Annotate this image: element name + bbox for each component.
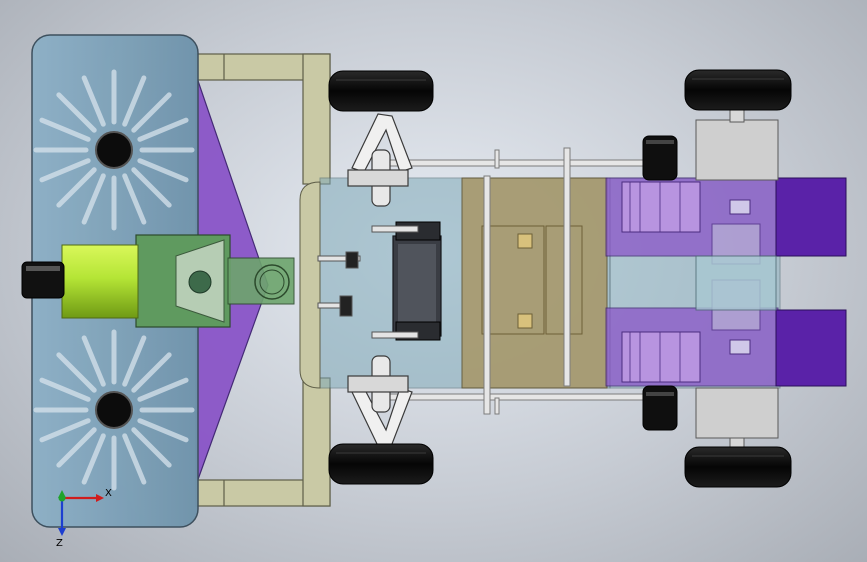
wheel-icon [328,70,434,112]
motor-icon [21,244,139,319]
wheel-front-right[interactable] [328,443,434,485]
brush-disc-top[interactable] [33,69,195,231]
front-suspension-bottom[interactable] [347,355,413,447]
rear-module[interactable] [605,177,847,387]
brush-disc-icon [33,69,195,231]
steering-linkage[interactable] [317,225,419,339]
center-gearbox[interactable] [392,221,442,341]
wheel-icon [684,69,792,111]
brush-disc-icon [33,329,195,491]
wheel-icon [328,443,434,485]
wheel-rear-right[interactable] [684,446,792,488]
shock-posts[interactable] [642,135,678,431]
front-suspension-top[interactable] [347,113,413,207]
triad-x-label: X [105,488,112,499]
drive-motor[interactable] [21,244,139,319]
wheel-rear-left[interactable] [684,69,792,111]
wheel-icon [684,446,792,488]
brush-disc-bottom[interactable] [33,329,195,491]
wheel-front-left[interactable] [328,70,434,112]
triad-z-label: Z [56,538,63,549]
rear-axle-housing[interactable] [695,107,779,451]
motor-mount[interactable] [135,234,295,328]
coordinate-triad: X Z [56,488,112,549]
